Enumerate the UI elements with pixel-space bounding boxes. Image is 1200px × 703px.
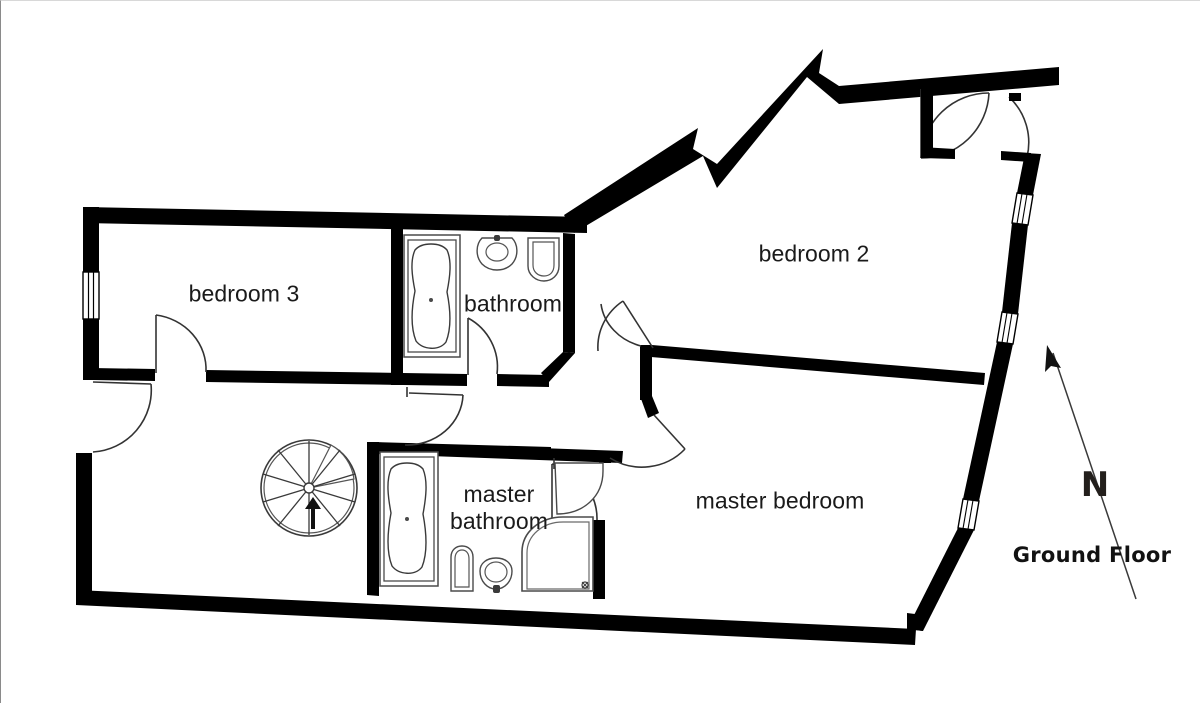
wall-bathroom-bottom-r [497,374,549,387]
wall-top-bedroom3 [83,207,587,233]
alcove-wall-right-stub [1009,93,1021,101]
wall-bathroom-bottom [403,373,467,386]
window-right-lower [996,311,1019,345]
door-master-bedroom-arc2 [600,303,642,347]
floor-caption: Ground Floor [1012,543,1172,567]
wall-bedroom2-master [651,345,985,385]
door-bathroom [467,317,499,375]
window-right-bottom [957,498,980,531]
wall-right-2 [1002,223,1028,314]
wall-bedroom3-hall-b [206,370,403,385]
washbasin-upper [476,235,518,271]
north-letter: N [1080,465,1110,505]
wall-bedroom2-stub2 [640,396,659,418]
wall-right-1 [1017,153,1041,195]
exterior-walls [76,49,1059,645]
wall-bedroom3-hall [92,368,155,381]
door-bedroom-3 [155,314,207,373]
wall-bottom-right [907,613,923,631]
wall-jagged-exterior [564,49,1059,233]
north-arrow [1045,345,1137,600]
bathtub-upper [403,234,461,358]
wall-bathroom-angled [541,352,575,382]
spiral-staircase [260,439,358,537]
door-master-entry [609,414,686,468]
alcove-wall-bottom [921,147,955,159]
toilet-master [479,557,513,593]
wall-left-mid [83,319,99,380]
bidet-master [450,545,474,592]
wall-master-partition2 [599,451,611,463]
wall-master-partition [402,443,623,463]
wall-bathroom-left [391,229,403,385]
window-right-upper [1011,192,1034,226]
bathtub-master [379,451,439,587]
wall-bedroom2-stub [640,345,652,400]
wall-bottom-main [76,590,916,645]
wall-masterbath-left [367,442,379,596]
windows [82,192,1034,531]
alcove-wall-right-bottom [1001,151,1031,162]
shower-master [521,516,594,592]
wall-masterbath-right [593,520,605,599]
window-left-wall [82,271,100,320]
door-closet-bedroom-2 [1008,96,1030,158]
wall-bathroom-right [563,233,575,353]
door-hall-landing [404,387,464,446]
door-master-bedroom [597,300,654,352]
wall-left-upper [83,207,99,272]
wall-left-lower [76,453,92,605]
washbasin-master [554,462,604,515]
alcove-wall-left [921,86,933,158]
interior-walls [92,229,985,599]
bedroom2-alcove [921,86,1031,162]
toilet-upper [527,237,560,282]
wall-right-4 [907,528,974,631]
door-entry-left [92,381,153,453]
fixtures [260,234,604,593]
wall-right-3 [963,342,1013,501]
